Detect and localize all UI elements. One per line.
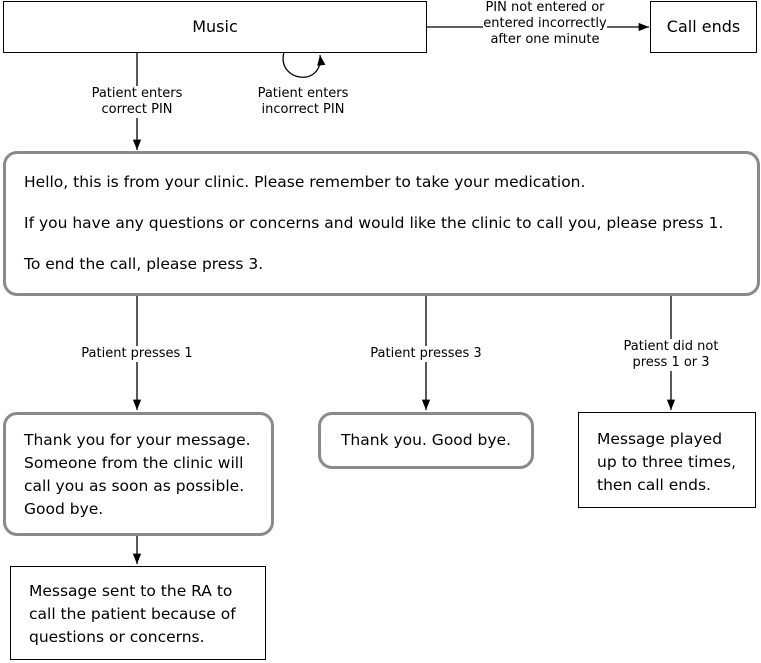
music-box: Music [3,1,427,53]
arrow-incorrect-pin-loop [282,51,326,78]
good-bye-label: Thank you. Good bye. [340,431,512,449]
no-press-label: Patient did not press 1 or 3 [616,339,726,371]
presses-3-label: Patient presses 3 [365,346,487,362]
main-message-line-3: To end the call, please press 3. [24,255,264,273]
good-bye-box: Thank you. Good bye. [318,412,534,469]
music-label: Music [192,17,238,36]
incorrect-pin-label: Patient enters incorrect PIN [257,86,349,117]
call-ends-label: Call ends [666,17,741,36]
presses-1-label: Patient presses 1 [76,346,198,362]
thank-you-message-box: Thank you for your message. Someone from… [3,412,274,536]
main-message-line-1: Hello, this is from your clinic. Please … [24,173,586,191]
correct-pin-label: Patient enters correct PIN [80,86,194,118]
call-ends-box: Call ends [650,1,757,53]
message-replayed-box: Message played up to three times, then c… [578,412,756,508]
pin-timeout-label: PIN not entered or entered incorrectly a… [483,0,607,48]
main-message-line-2: If you have any questions or concerns an… [24,214,724,232]
message-sent-ra-box: Message sent to the RA to call the patie… [10,566,266,660]
main-message-box: Hello, this is from your clinic. Please … [3,151,760,296]
